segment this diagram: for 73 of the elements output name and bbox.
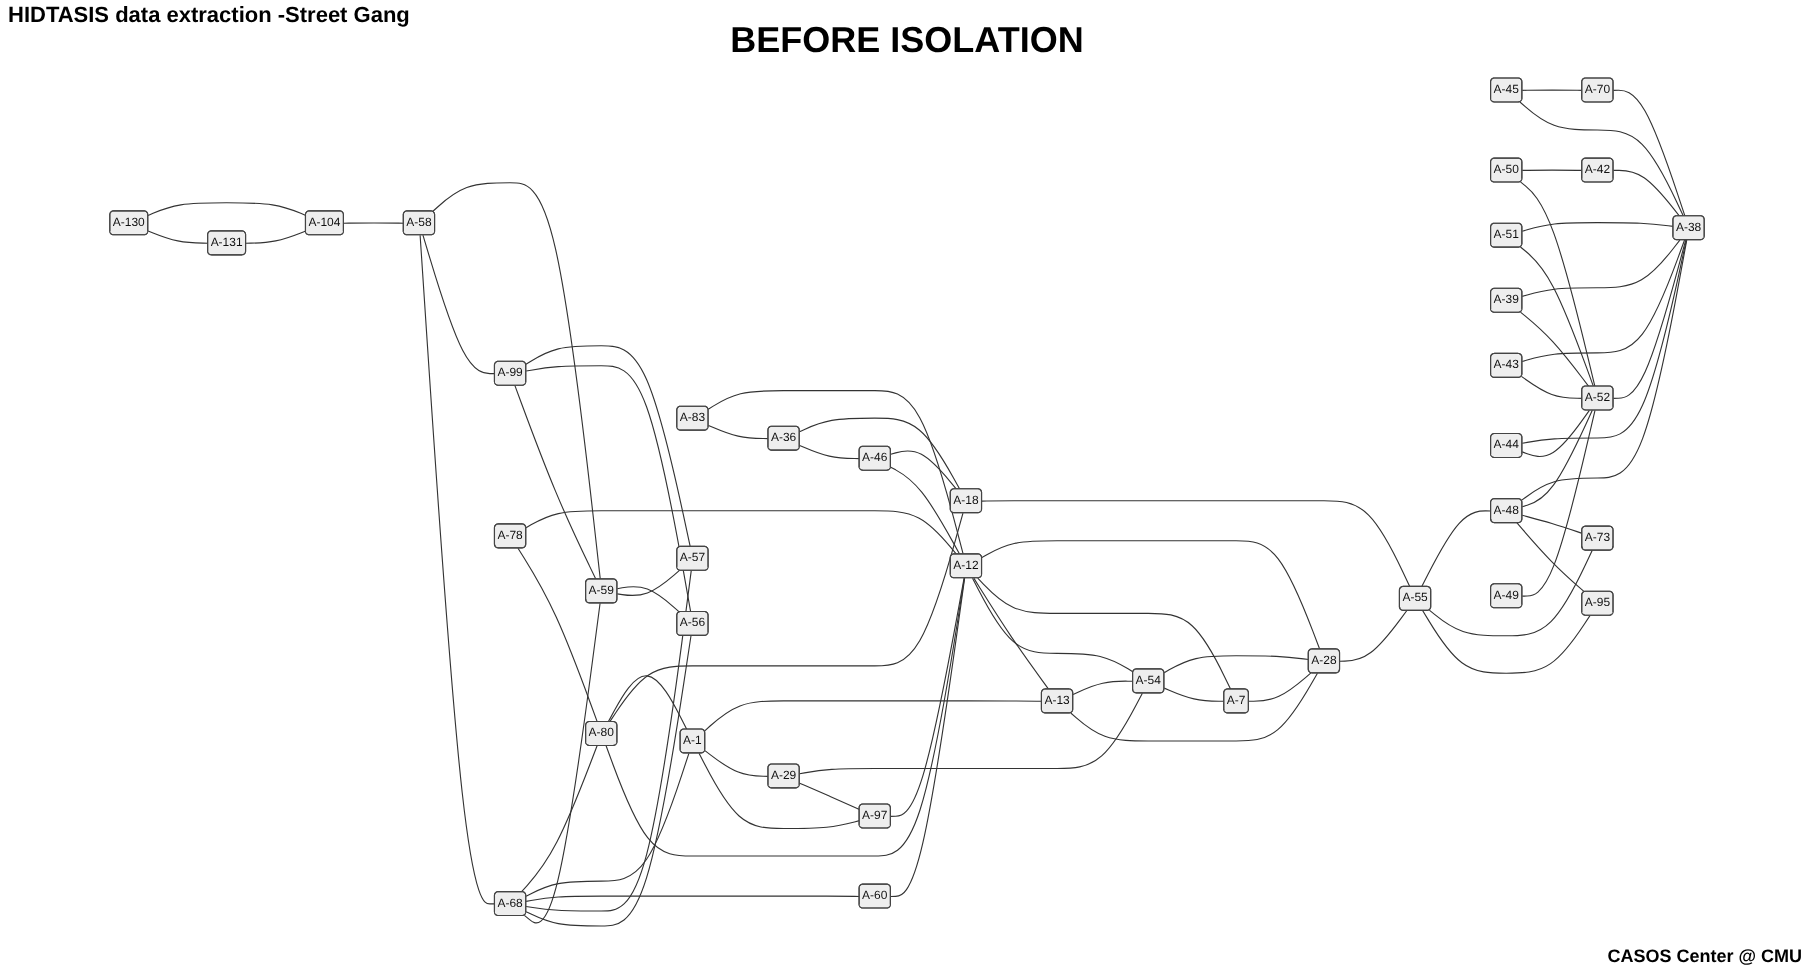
connector	[1163, 655, 1310, 674]
header-text: HIDTASIS data extraction -Street Gang	[8, 4, 410, 28]
connector	[1521, 239, 1686, 363]
connector	[432, 182, 601, 580]
connector	[1520, 375, 1583, 399]
connector	[799, 782, 861, 811]
connector	[147, 202, 307, 216]
connector	[605, 577, 965, 857]
connector	[890, 577, 966, 897]
connector	[1516, 522, 1585, 593]
connector	[799, 444, 861, 460]
connector	[1521, 514, 1583, 534]
connector	[616, 586, 681, 613]
connector	[520, 745, 598, 893]
connector	[422, 234, 496, 375]
connector	[1521, 239, 1681, 297]
connector	[525, 345, 691, 548]
connector	[609, 512, 964, 723]
connector	[1519, 181, 1596, 387]
connector	[1070, 672, 1318, 742]
connector	[1521, 169, 1583, 171]
connector	[890, 577, 965, 817]
connector	[147, 230, 209, 244]
connector	[1339, 610, 1408, 662]
connector	[977, 577, 1232, 690]
connector	[517, 547, 598, 723]
connector	[1612, 169, 1680, 217]
connector	[419, 234, 496, 905]
connector	[1072, 680, 1134, 695]
connector	[514, 385, 597, 580]
connector	[981, 500, 1411, 588]
connector	[1248, 672, 1312, 702]
connector	[525, 895, 861, 902]
connector	[981, 540, 1321, 650]
connector	[1521, 222, 1674, 232]
connector	[525, 510, 957, 555]
connector	[1612, 89, 1686, 217]
connector	[525, 365, 692, 613]
credit-text: CASOS Center @ CMU	[1607, 946, 1802, 966]
title: BEFORE ISOLATION	[730, 20, 1084, 62]
connector	[1163, 687, 1225, 702]
connector	[523, 602, 601, 924]
connector	[971, 577, 1134, 673]
connector	[245, 230, 307, 244]
connector	[525, 635, 692, 927]
connector	[799, 692, 1143, 775]
connector	[799, 417, 961, 490]
connector	[707, 390, 964, 555]
connector	[1520, 239, 1688, 501]
connector	[525, 570, 692, 912]
connector	[1612, 239, 1687, 399]
connector	[890, 466, 961, 555]
connector	[1521, 239, 1687, 444]
connector	[1521, 409, 1590, 457]
connector	[704, 750, 769, 777]
connector	[1521, 409, 1593, 508]
connector	[707, 424, 769, 440]
connector	[1519, 246, 1594, 387]
connector	[890, 450, 957, 490]
connector	[1521, 89, 1583, 91]
connector	[616, 569, 681, 597]
connector	[1428, 549, 1593, 637]
connector	[1421, 510, 1492, 588]
connector	[525, 752, 690, 897]
connector	[703, 700, 1043, 732]
connector	[973, 577, 1050, 690]
connector	[607, 675, 688, 730]
connector	[1519, 101, 1684, 217]
connector	[1422, 610, 1591, 674]
connector	[698, 752, 861, 830]
connector	[1519, 311, 1590, 387]
connector	[1521, 409, 1596, 597]
connector	[343, 222, 405, 224]
